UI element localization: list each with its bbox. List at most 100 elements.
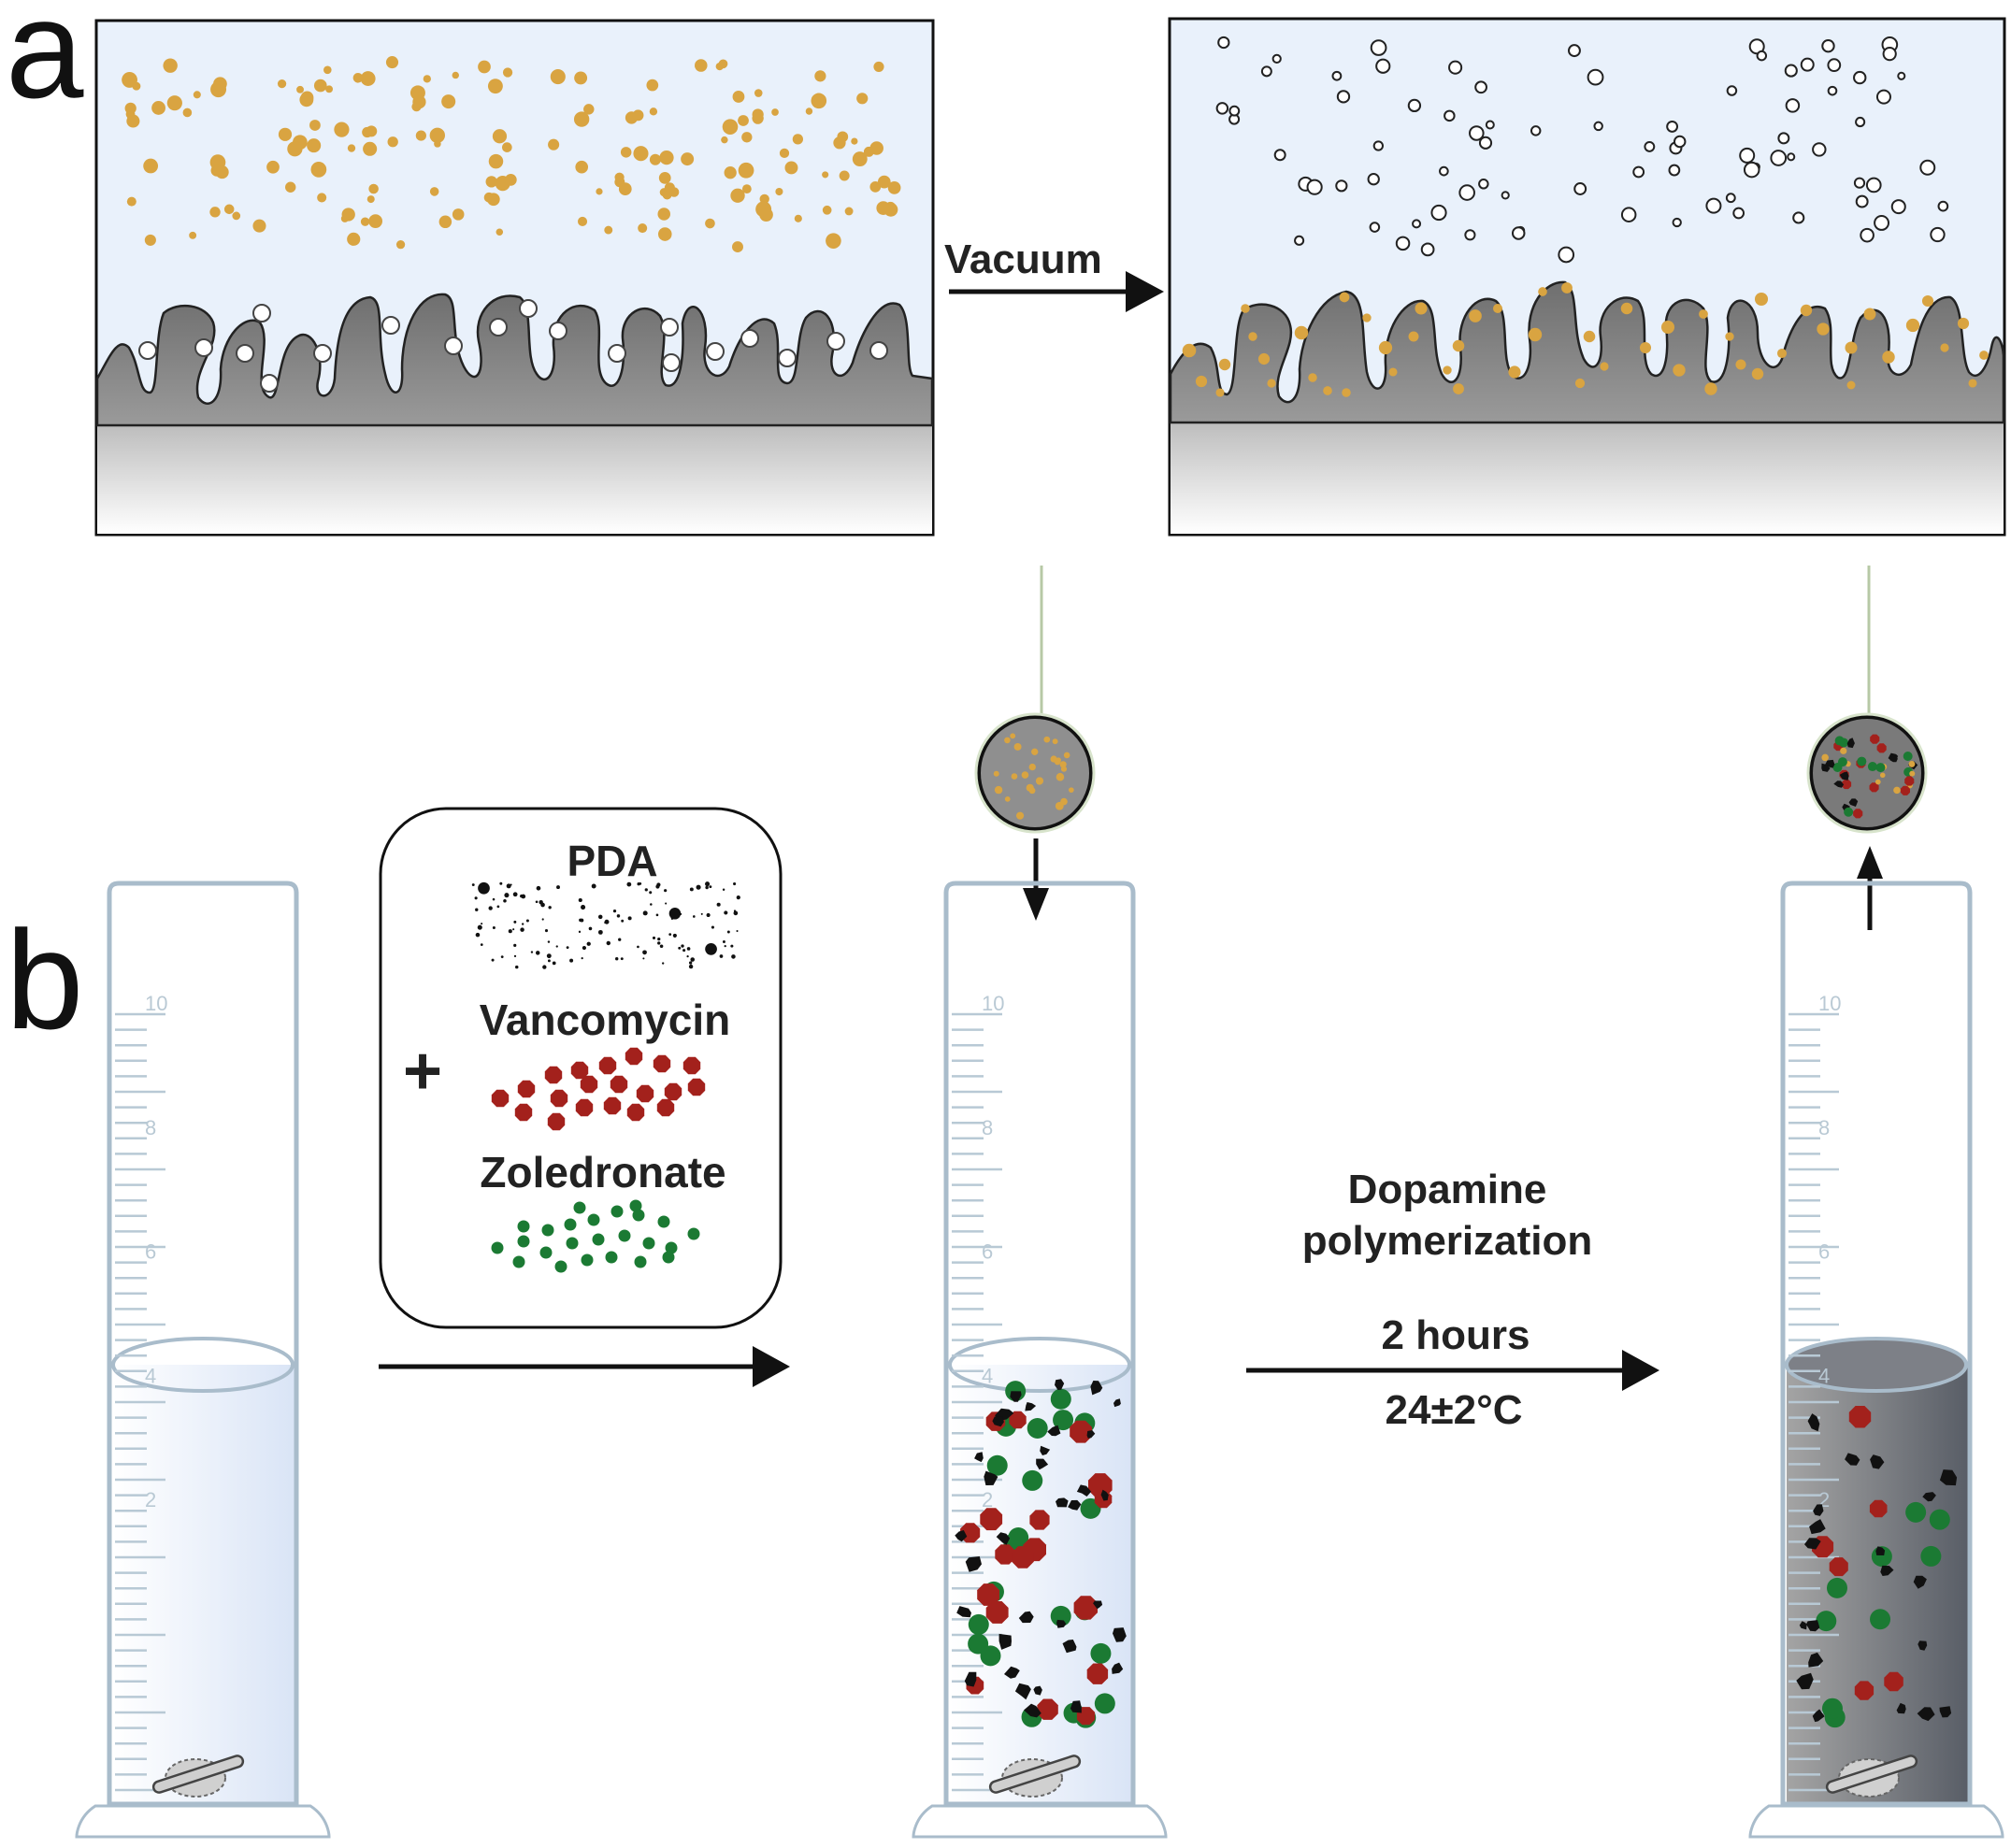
vancomycin-particle (610, 1075, 628, 1094)
escaping-bubble (1271, 53, 1282, 64)
gold-particle (877, 175, 891, 189)
trapped-air-bubble (138, 341, 157, 360)
cylinder-liquid (1787, 1365, 1970, 1804)
pda-particle (500, 955, 504, 959)
trapped-air-bubble (194, 338, 213, 357)
gold-particle (618, 182, 632, 195)
escaping-bubble (1336, 90, 1351, 104)
pda-particle (652, 936, 656, 939)
pda-particle (650, 903, 653, 906)
pda-particle (588, 926, 593, 931)
pda-particle (686, 947, 691, 951)
gold-particle (604, 225, 613, 235)
escaping-bubble (1412, 219, 1422, 229)
escaping-bubble (1448, 60, 1463, 75)
vancomycin-particle (1841, 779, 1852, 790)
gold-particle (1905, 318, 1920, 333)
trapped-air-bubble (381, 316, 400, 335)
gold-particle (1875, 779, 1881, 785)
gold-particle (347, 232, 361, 246)
scale-number: 8 (145, 1116, 156, 1139)
gold-particle (502, 67, 513, 78)
pda-particle (689, 887, 694, 892)
gold-particle (1957, 317, 1970, 330)
pda-particle (504, 893, 510, 898)
sample-disc-before (974, 712, 1096, 834)
vancomycin-particle (550, 1089, 568, 1108)
escaping-bubble (1474, 80, 1487, 94)
pda-particle (604, 919, 610, 924)
escaping-bubble (1558, 246, 1575, 264)
zoledronate-particle (1905, 1501, 1927, 1523)
gold-particle (738, 162, 754, 179)
gold-particle (759, 208, 773, 222)
gold-particle (1195, 375, 1208, 388)
pda-particle (1913, 1575, 1927, 1589)
pda-particle (655, 884, 660, 889)
gold-particle (805, 107, 813, 115)
pda-particle (569, 958, 574, 963)
gold-particle (124, 102, 136, 114)
pda-particle (1842, 803, 1850, 811)
gold-particle (1725, 332, 1734, 341)
scale-number: 8 (1818, 1116, 1830, 1139)
gold-particle (574, 71, 588, 85)
gold-particle (1182, 343, 1197, 358)
pda-particle (1918, 1640, 1928, 1651)
escaping-bubble (1785, 98, 1801, 113)
pda-particle (722, 888, 725, 892)
gold-particle (1452, 339, 1465, 352)
zoledronate-particle (1816, 1611, 1837, 1632)
gold-particle (1011, 773, 1018, 780)
gold-particle (1013, 742, 1022, 751)
gold-particle (143, 158, 159, 174)
pda-particle (535, 900, 539, 904)
pda-particle (597, 914, 603, 920)
vancomycin-particle (1884, 1671, 1903, 1692)
pda-particle (688, 961, 693, 965)
gold-particle (1893, 786, 1901, 795)
escaping-bubble (1732, 207, 1745, 220)
zoledronate-particle (642, 1237, 655, 1250)
vancomycin-particle (1853, 809, 1863, 819)
escaping-bubble (1874, 215, 1889, 231)
pda-particle (1939, 1706, 1952, 1718)
pda-particle (544, 929, 549, 933)
escaping-bubble (1458, 184, 1475, 201)
zoledronate-particle (687, 1227, 700, 1240)
gold-particle (485, 176, 497, 188)
escaping-bubble (1444, 109, 1456, 122)
pda-particle (996, 1532, 1011, 1545)
pda-particle (552, 961, 556, 966)
gold-particle (1010, 733, 1016, 739)
trapped-air-bubble (826, 332, 845, 351)
pda-particle (1062, 1640, 1077, 1654)
pda-particle (597, 929, 603, 935)
pda-particle (1004, 1666, 1020, 1679)
pda-particle (586, 941, 591, 946)
zoledronate-particle (1837, 757, 1847, 767)
gold-particle (1069, 787, 1074, 794)
gold-particle (1538, 287, 1547, 296)
vancomycin-particle (598, 1056, 617, 1075)
gold-particle (771, 108, 779, 116)
vancomycin-particle (491, 1089, 510, 1108)
gold-particle (126, 114, 140, 128)
pda-particle (627, 916, 632, 921)
cylinder-foot (912, 1804, 1168, 1839)
gold-particle (387, 136, 398, 148)
gold-particle (325, 85, 333, 93)
gold-particle (1909, 770, 1916, 777)
gold-particle (695, 59, 708, 72)
pda-particle (1025, 1402, 1037, 1411)
pda-particle (488, 906, 493, 910)
polymerization-arrow: Dopamine polymerization 2 hours 24±2°C (1246, 1167, 1659, 1433)
pda-particle (655, 913, 659, 917)
gold-particle (441, 94, 456, 109)
gold-particle (1028, 763, 1036, 771)
gold-particle (1846, 380, 1856, 390)
gold-particle (1342, 388, 1351, 397)
zoledronate-particle (980, 1645, 1001, 1667)
